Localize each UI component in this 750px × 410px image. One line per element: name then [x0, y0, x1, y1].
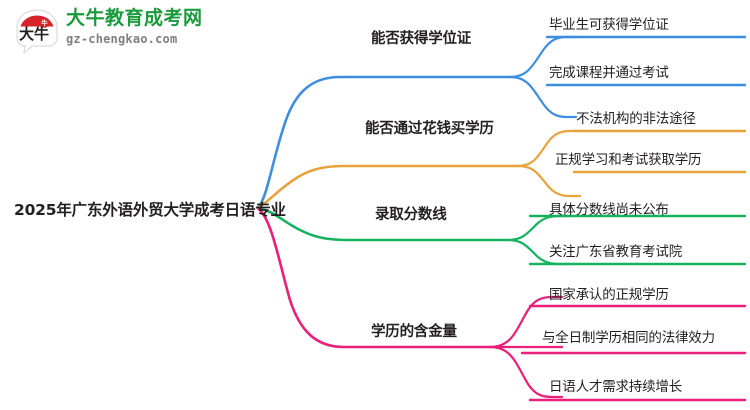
mindmap-root-node[interactable]: 2025年广东外语外贸大学成考日语专业 [14, 201, 286, 219]
logo-domain: gz-chengkao.com [66, 32, 178, 46]
mindmap-branch-node-3[interactable]: 录取分数线 [375, 207, 447, 223]
branch-connector-1 [256, 35, 747, 210]
site-logo[interactable]: 牛 大牛 大牛教育成考网 gz-chengkao.com [14, 6, 204, 58]
mindmap-branch-node-2[interactable]: 能否通过花钱买学历 [365, 121, 494, 137]
mindmap-leaf-node-3-2[interactable]: 关注广东省教育考试院 [549, 244, 682, 260]
mindmap-branch-node-4[interactable]: 学历的含金量 [371, 324, 457, 340]
mindmap-leaf-node-4-1[interactable]: 国家承认的正规学历 [549, 287, 669, 303]
mindmap-leaf-node-1-2[interactable]: 完成课程并通过考试 [549, 65, 669, 81]
branch-connector-4 [256, 206, 747, 402]
speech-bubble-logo-icon: 牛 大牛 [14, 8, 60, 55]
mindmap-leaf-node-4-3[interactable]: 日语人才需求持续增长 [549, 379, 682, 395]
branch-connector-3 [256, 206, 747, 266]
mindmap-leaf-node-3-1[interactable]: 具体分数线尚未公布 [549, 202, 669, 218]
mindmap-leaf-node-2-1[interactable]: 不法机构的非法途径 [576, 111, 696, 127]
logo-wordmark: 大牛教育成考网 gz-chengkao.com [66, 7, 203, 47]
svg-text:大牛: 大牛 [19, 25, 49, 43]
mindmap-leaf-node-1-1[interactable]: 毕业生可获得学位证 [549, 17, 669, 33]
mindmap-leaf-node-4-2[interactable]: 与全日制学历相同的法律效力 [542, 330, 715, 346]
logo-site-name: 大牛教育成考网 [66, 7, 203, 29]
branch-connector-2 [256, 129, 747, 210]
mindmap-branch-node-1[interactable]: 能否获得学位证 [371, 31, 472, 47]
mindmap-leaf-node-2-2[interactable]: 正规学习和考试获取学历 [555, 152, 702, 168]
svg-text:牛: 牛 [41, 18, 48, 27]
